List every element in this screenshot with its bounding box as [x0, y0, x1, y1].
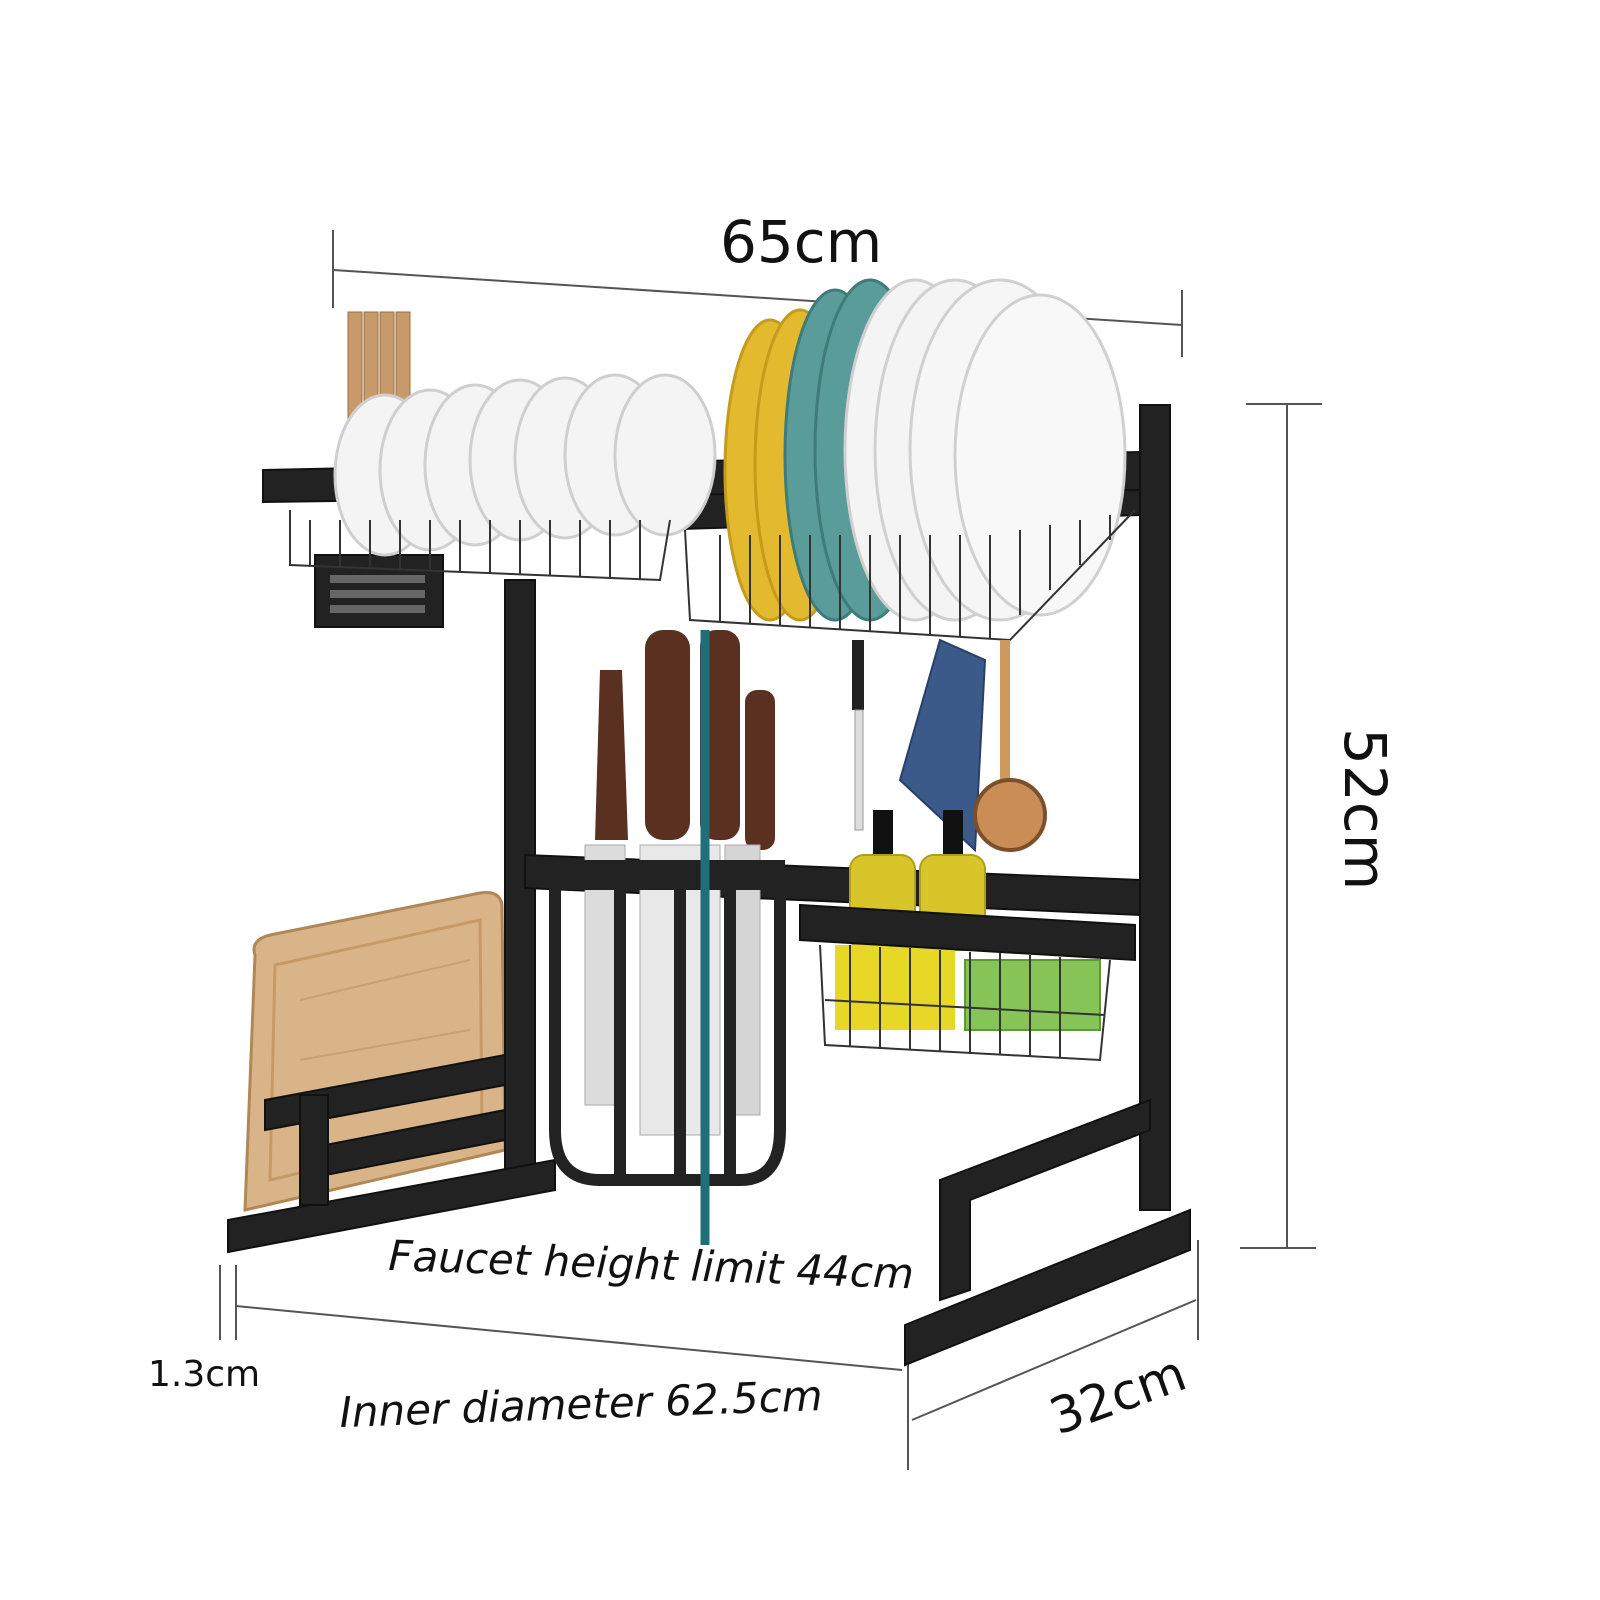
- bowls: [333, 373, 717, 557]
- inner-width-label: Inner diameter 62.5cm: [339, 1371, 824, 1437]
- dimension-lines: [219, 230, 1322, 1470]
- chopsticks: [347, 311, 411, 423]
- height-label: 52cm: [1331, 728, 1399, 890]
- depth-label: 32cm: [1042, 1344, 1193, 1446]
- lower-basket: [799, 903, 1136, 1062]
- top-width-label: 65cm: [720, 208, 882, 276]
- faucet-limit-label: Faucet height limit 44cm: [388, 1231, 915, 1298]
- top-wire-basket: [289, 509, 1136, 642]
- knife-holder: [549, 870, 786, 1186]
- foot-height-label: 1.3cm: [148, 1354, 260, 1395]
- plates: [723, 278, 1127, 622]
- knife-holder-top: [550, 860, 785, 890]
- utensil-cup-slots: [330, 575, 425, 613]
- hanging-utensils: [852, 638, 1047, 853]
